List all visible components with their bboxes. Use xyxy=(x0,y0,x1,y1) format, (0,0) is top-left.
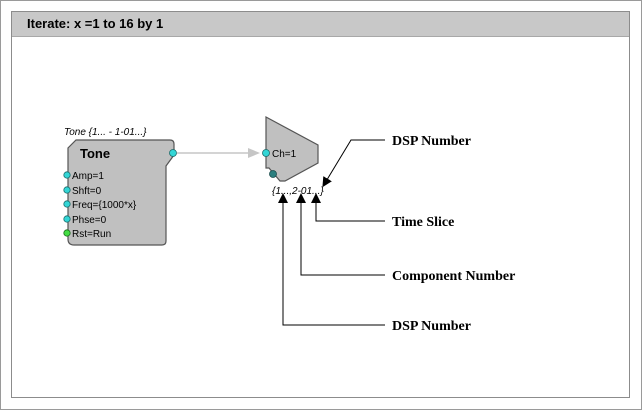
component-number-arrow xyxy=(296,193,385,276)
amp-port-icon[interactable] xyxy=(63,171,71,179)
dac-connector-icon[interactable] xyxy=(269,170,277,178)
phse-port-label: Phse=0 xyxy=(72,215,107,226)
dac-block-label: {1...,2-01...} xyxy=(272,186,324,197)
amp-port-label: Amp=1 xyxy=(72,171,104,182)
iterate-macro-box[interactable]: Iterate: x =1 to 16 by 1 xyxy=(11,11,630,398)
dsp-number-top-arrow xyxy=(322,139,385,188)
dsp-number-top-annotation: DSP Number xyxy=(392,134,471,149)
tone-block-body[interactable] xyxy=(67,139,175,246)
dsp-number-bottom-arrow xyxy=(278,193,385,326)
shft-port-label: Shft=0 xyxy=(72,186,102,197)
iterate-title: Iterate: x =1 to 16 by 1 xyxy=(27,16,164,31)
component-number-annotation: Component Number xyxy=(392,269,515,284)
dac-input-port-icon[interactable] xyxy=(262,149,270,157)
rst-port-icon[interactable] xyxy=(63,229,71,237)
annotation-arrows xyxy=(278,139,385,326)
iterate-header[interactable]: Iterate: x =1 to 16 by 1 xyxy=(12,12,629,37)
dac-block-body[interactable] xyxy=(265,115,319,182)
dac-block[interactable]: Ch=1 {1...,2-01...} xyxy=(262,115,325,197)
time-slice-annotation: Time Slice xyxy=(392,215,454,230)
tone-output-port-icon[interactable] xyxy=(169,149,177,157)
dsp-number-bottom-annotation: DSP Number xyxy=(392,319,471,334)
rst-port-label: Rst=Run xyxy=(72,229,111,240)
dac-port-label: Ch=1 xyxy=(272,149,297,160)
freq-port-icon[interactable] xyxy=(63,200,71,208)
tone-block[interactable]: Tone {1... - 1-01...} Tone Amp=1 Shft=0 … xyxy=(63,127,177,246)
freq-port-label: Freq={1000*x} xyxy=(72,200,137,211)
time-slice-arrow xyxy=(311,193,385,222)
tone-block-label: Tone {1... - 1-01...} xyxy=(64,127,147,138)
shft-port-icon[interactable] xyxy=(63,186,71,194)
phse-port-icon[interactable] xyxy=(63,215,71,223)
tone-block-title: Tone xyxy=(80,146,110,161)
